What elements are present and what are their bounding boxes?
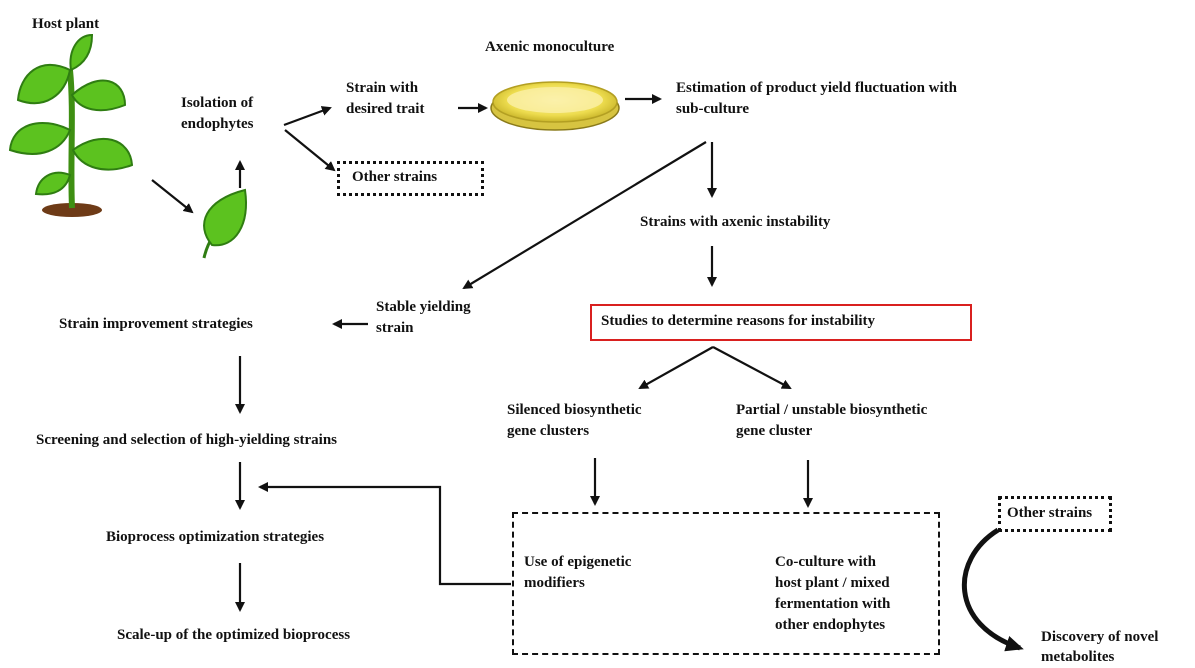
bioprocess-label: Bioprocess optimization strategies [106, 529, 325, 545]
petri-dish-icon [490, 81, 620, 131]
other-strains-label-top: Other strains [352, 169, 438, 185]
studies-label: Studies to determine reasons for instabi… [601, 313, 876, 329]
other-strains-label-bottom: Other strains [1007, 505, 1093, 521]
axenic-instability-label: Strains with axenic instability [640, 214, 831, 230]
host-plant-icon [8, 33, 134, 217]
scaleup-label: Scale-up of the optimized bioprocess [117, 627, 351, 643]
leaf-icon [202, 188, 247, 259]
screening-label: Screening and selection of high-yielding… [36, 432, 337, 448]
studies-box [590, 304, 972, 341]
axenic-monoculture-label: Axenic monoculture [485, 39, 615, 55]
estimation-label: Estimation of product yield fluctuation … [676, 80, 957, 117]
strain-improvement-label: Strain improvement strategies [59, 316, 253, 332]
other-strains-box-top [337, 161, 484, 196]
other-strains-box-bottom [998, 496, 1112, 532]
host-plant-label: Host plant [32, 16, 100, 32]
intervention-box [512, 512, 940, 655]
